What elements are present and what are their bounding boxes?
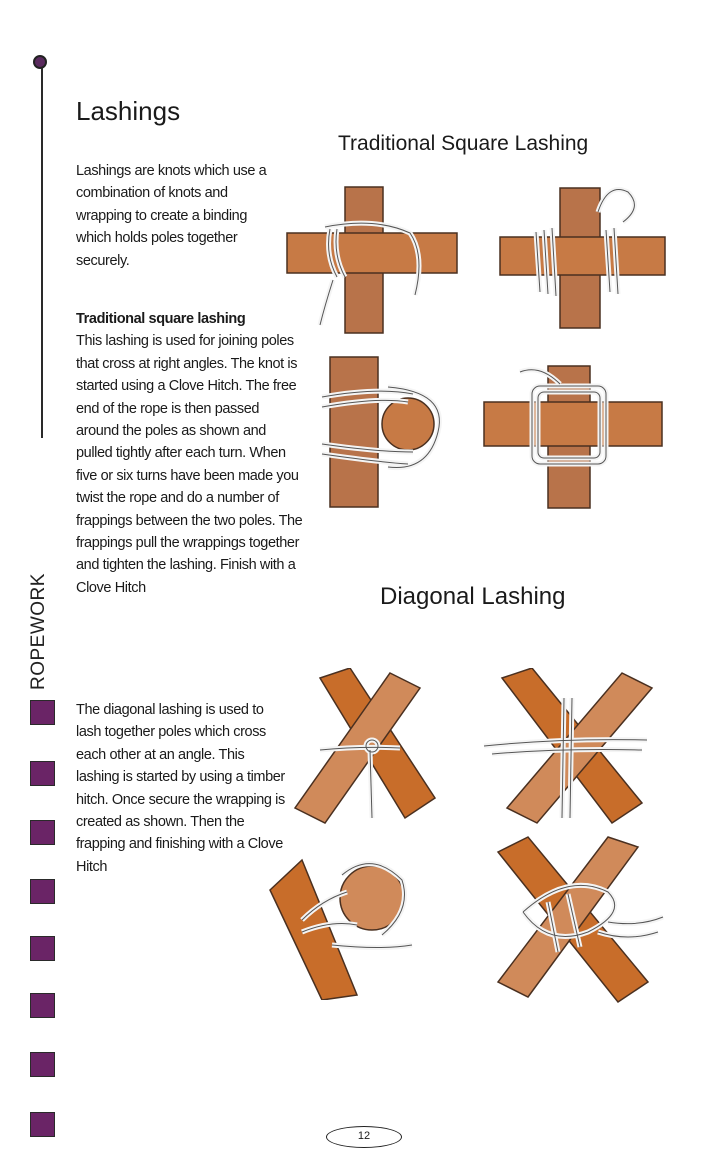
square-lashing-heading: Traditional square lashing <box>76 311 246 327</box>
page-number: 12 <box>326 1126 402 1148</box>
diagonal-lashing-step-1-illustration <box>293 668 437 824</box>
section-tab <box>30 1052 55 1077</box>
square-lashing-step-4-illustration <box>483 365 663 509</box>
section-label: ROPEWORK <box>28 573 49 690</box>
diagonal-lashing-step-2-illustration <box>483 668 654 825</box>
diagonal-lashing-step-4-illustration <box>496 836 664 1004</box>
section-tab <box>30 993 55 1018</box>
timeline-line <box>41 68 43 438</box>
page-title: Lashings <box>76 96 181 126</box>
section-tab <box>30 700 55 725</box>
square-lashing-step-3-illustration <box>321 356 442 508</box>
square-lashing-step-1-illustration <box>286 186 458 334</box>
intro-paragraph: Lashings are knots which use a combinati… <box>76 163 267 269</box>
section-tab <box>30 936 55 961</box>
diagonal-lashing-paragraph: The diagonal lashing is used to lash tog… <box>76 702 285 875</box>
section-tab <box>30 1112 55 1137</box>
square-lashing-section: Traditional square lashing This lashing … <box>76 308 304 599</box>
timeline-dot <box>33 55 47 69</box>
square-lashing-figure-title: Traditional Square Lashing <box>338 132 589 155</box>
square-lashing-paragraph: This lashing is used for joining poles t… <box>76 333 303 596</box>
square-lashing-step-2-illustration <box>499 187 666 329</box>
diagonal-lashing-step-3-illustration <box>269 858 413 1000</box>
diagonal-lashing-figure-title: Diagonal Lashing <box>380 583 566 610</box>
section-tab <box>30 820 55 845</box>
section-tab <box>30 761 55 786</box>
section-tab <box>30 879 55 904</box>
